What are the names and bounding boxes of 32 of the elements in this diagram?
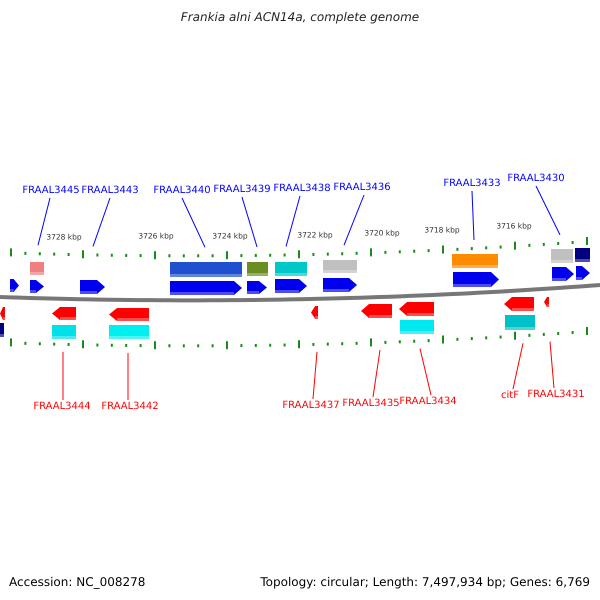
leader-line — [312, 351, 318, 400]
leader-line — [62, 351, 64, 400]
leader-line — [38, 198, 50, 246]
leader-line — [242, 196, 258, 248]
gene-label: FRAAL3444 — [33, 401, 91, 413]
leader-line — [182, 198, 206, 248]
gene-label: FRAAL3440 — [153, 185, 211, 197]
leader-line — [92, 198, 110, 247]
gene-label: FRAAL3437 — [282, 400, 340, 412]
title: Frankia alni ACN14a, complete genome — [180, 11, 420, 23]
leader-line — [286, 196, 300, 247]
leader-line — [472, 190, 474, 240]
gene-label: FRAAL3443 — [81, 185, 139, 197]
leader-line — [344, 194, 364, 246]
gene-label: citF — [501, 390, 519, 402]
gene-label: FRAAL3435 — [342, 398, 400, 410]
gene-label: FRAAL3434 — [399, 396, 457, 408]
leader-line — [536, 186, 560, 236]
gene-label: FRAAL3439 — [213, 184, 271, 196]
leader-line — [372, 350, 380, 398]
gene-label: FRAAL3442 — [101, 401, 159, 413]
gene-label: FRAAL3445 — [22, 185, 80, 197]
gene-label: FRAAL3431 — [527, 389, 585, 401]
accession-text: Accession: NC_008278 — [9, 575, 146, 589]
leader-line — [512, 342, 524, 390]
leader-line — [420, 348, 432, 396]
genome-summary: Topology: circular; Length: 7,497,934 bp; Genes: 6,769 — [260, 575, 590, 589]
gene-label: FRAAL3430 — [507, 173, 565, 185]
gene-label: FRAAL3433 — [443, 178, 501, 190]
gene-label: FRAAL3436 — [333, 182, 391, 194]
gene-label: FRAAL3438 — [273, 183, 331, 195]
leader-line — [550, 341, 554, 388]
